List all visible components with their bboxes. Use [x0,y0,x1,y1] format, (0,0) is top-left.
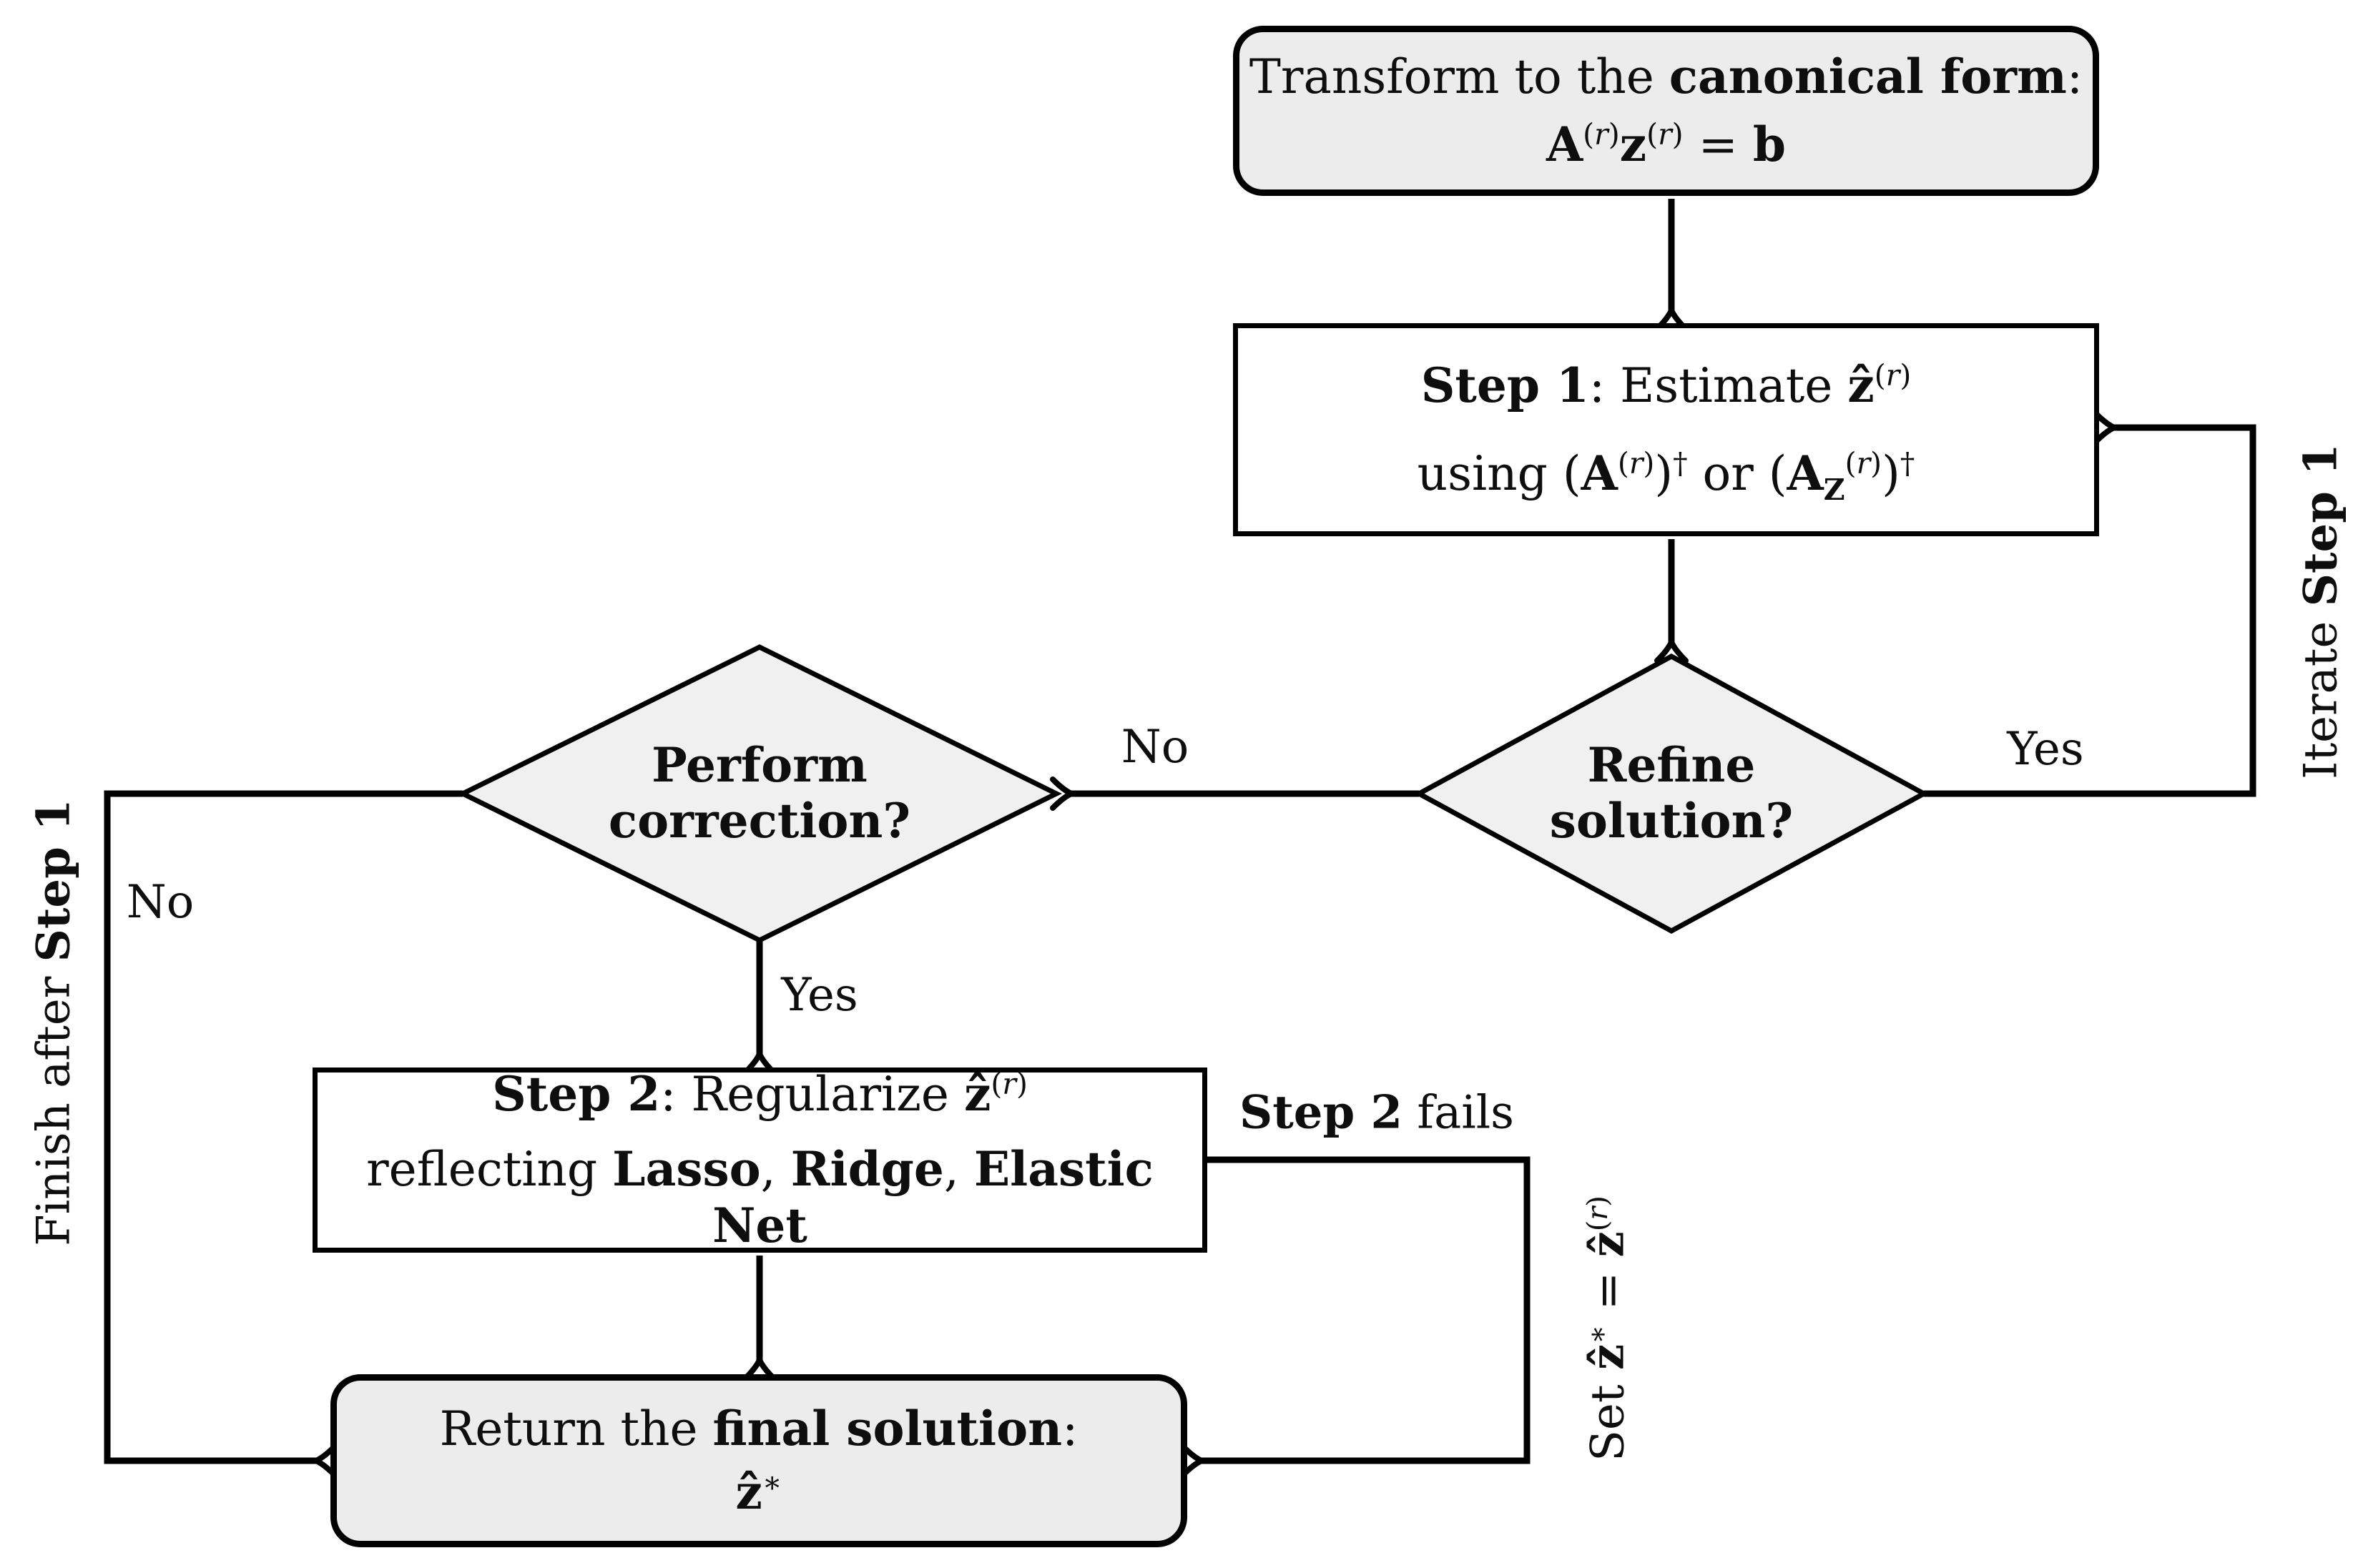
refine-solution-diamond [1413,654,1930,934]
step1-detail: using (A(r))† or (AZ(r))† [1417,445,1915,508]
node-canonical-form: Transform to the canonical form: A(r)z(r… [1233,26,2099,196]
node-step1-estimate: Step 1: Estimate ẑ(r) using (A(r))† or (… [1233,323,2099,536]
label-iterate-step1: Iterate Step 1 [2294,443,2348,779]
perform-line2: correction? [608,793,911,849]
step1-title: Step 1: Estimate ẑ(r) [1420,357,1912,413]
canonical-form-equation: A(r)z(r) = b [1546,117,1787,172]
node-final-solution: Return the final solution: ẑ∗ [330,1374,1187,1547]
label-finish-after-step1: Finish after Step 1 [26,799,81,1246]
label-set-solution: Set ẑ∗ = ẑ(r) [1581,1195,1635,1461]
label-perform-yes: Yes [781,969,858,1022]
label-refine-yes: Yes [2007,723,2084,776]
node-step2-regularize: Step 2: Regularize ẑ(r) reflecting Lasso… [313,1065,1207,1254]
refine-line1: Refine [1587,737,1756,794]
label-perform-no: No [126,876,195,929]
label-refine-no: No [1121,721,1189,774]
perform-correction-diamond [457,644,1062,943]
edge-refine-yes-loop [1924,410,2256,797]
step2-detail: reflecting Lasso, Ridge, Elastic Net [366,1140,1154,1254]
edge-step2-fails-path [1180,1156,1531,1478]
canonical-form-text: Transform to the canonical form: [1249,48,2083,104]
refine-line2: solution? [1549,793,1794,849]
label-step2-fails: Step 2 fails [1239,1085,1515,1140]
perform-correction-label: Perform correction? [545,715,974,872]
refine-solution-label: Refine solution? [1457,715,1886,872]
step2-title: Step 2: Regularize ẑ(r) [492,1065,1028,1122]
final-solution-symbol: ẑ∗ [735,1464,782,1520]
perform-line1: Perform [652,737,868,794]
edge-perform-no-finish [104,790,463,1478]
final-solution-text: Return the final solution: [439,1400,1079,1456]
